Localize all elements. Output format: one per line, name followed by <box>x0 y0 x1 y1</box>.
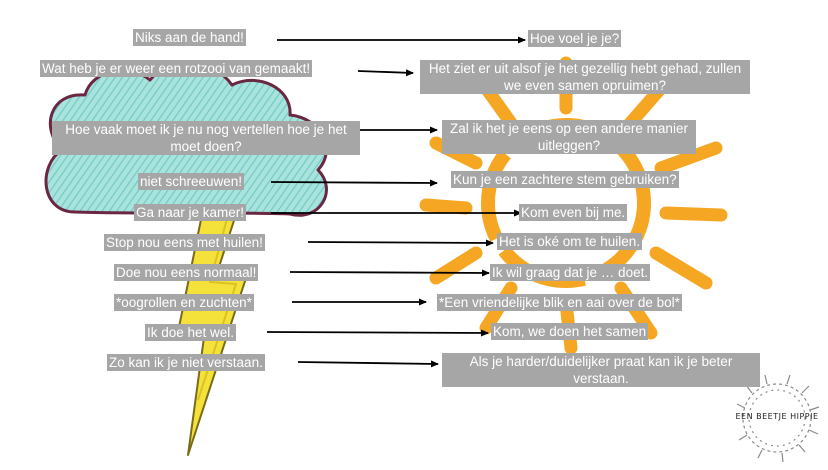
arrow <box>297 360 439 368</box>
positive-phrase: Kom, we doen het samen <box>491 323 649 340</box>
negative-phrase: Niks aan de hand! <box>133 29 246 46</box>
negative-phrase: Doe nou eens normaal! <box>114 264 259 281</box>
arrow <box>266 329 489 337</box>
negative-phrase: Wat heb je er weer een rotzooi van gemaa… <box>40 60 313 77</box>
negative-phrase: Ik doe het wel. <box>145 324 237 341</box>
positive-phrase: Het is oké om te huilen. <box>497 233 643 250</box>
wreath-logo-icon <box>736 374 820 463</box>
negative-phrase: Stop nou eens met huilen! <box>104 234 265 251</box>
logo-text: EEN BEETJE HIPPIE <box>735 412 819 421</box>
negative-phrase: Ga naar je kamer! <box>134 204 247 221</box>
arrow <box>357 69 414 77</box>
positive-phrase: Zal ik het je eens op een andere manier … <box>442 120 696 154</box>
negative-phrase: Zo kan ik je niet verstaan. <box>107 354 265 371</box>
positive-phrase: *Een vriendelijke blik en aai over de bo… <box>437 294 682 311</box>
negative-phrase: Hoe vaak moet ik je nu nog vertellen hoe… <box>52 121 360 155</box>
negative-phrase: *oogrollen en zuchten* <box>114 294 254 311</box>
positive-phrase: Als je harder/duidelijker praat kan ik j… <box>442 353 760 387</box>
positive-phrase: Kom even bij me. <box>519 204 628 221</box>
arrow <box>289 269 490 277</box>
arrow <box>307 239 494 247</box>
negative-phrase: niet schreeuwen! <box>138 173 245 190</box>
arrow <box>270 179 438 187</box>
positive-phrase: Ik wil graag dat je … doet. <box>490 264 651 281</box>
positive-phrase: Kun je een zachtere stem gebruiken? <box>451 171 679 188</box>
positive-phrase: Het ziet er uit alsof je het gezellig he… <box>420 60 750 94</box>
positive-phrase: Hoe voel je je? <box>528 30 622 47</box>
arrows <box>266 36 526 368</box>
